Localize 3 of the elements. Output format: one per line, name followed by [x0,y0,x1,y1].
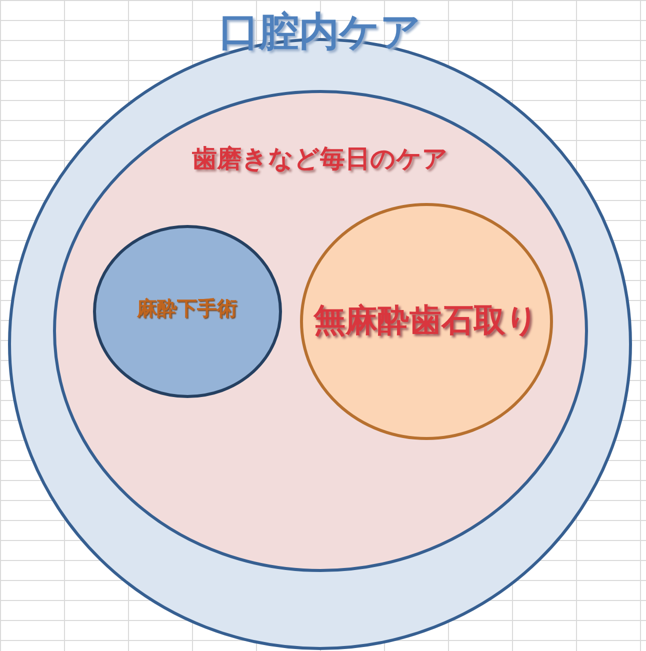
circle-label: 無麻酔歯石取り [314,303,538,338]
circle-title: 歯磨きなど毎日のケア [192,145,448,172]
circle-label: 麻酔下手術 [137,297,237,319]
